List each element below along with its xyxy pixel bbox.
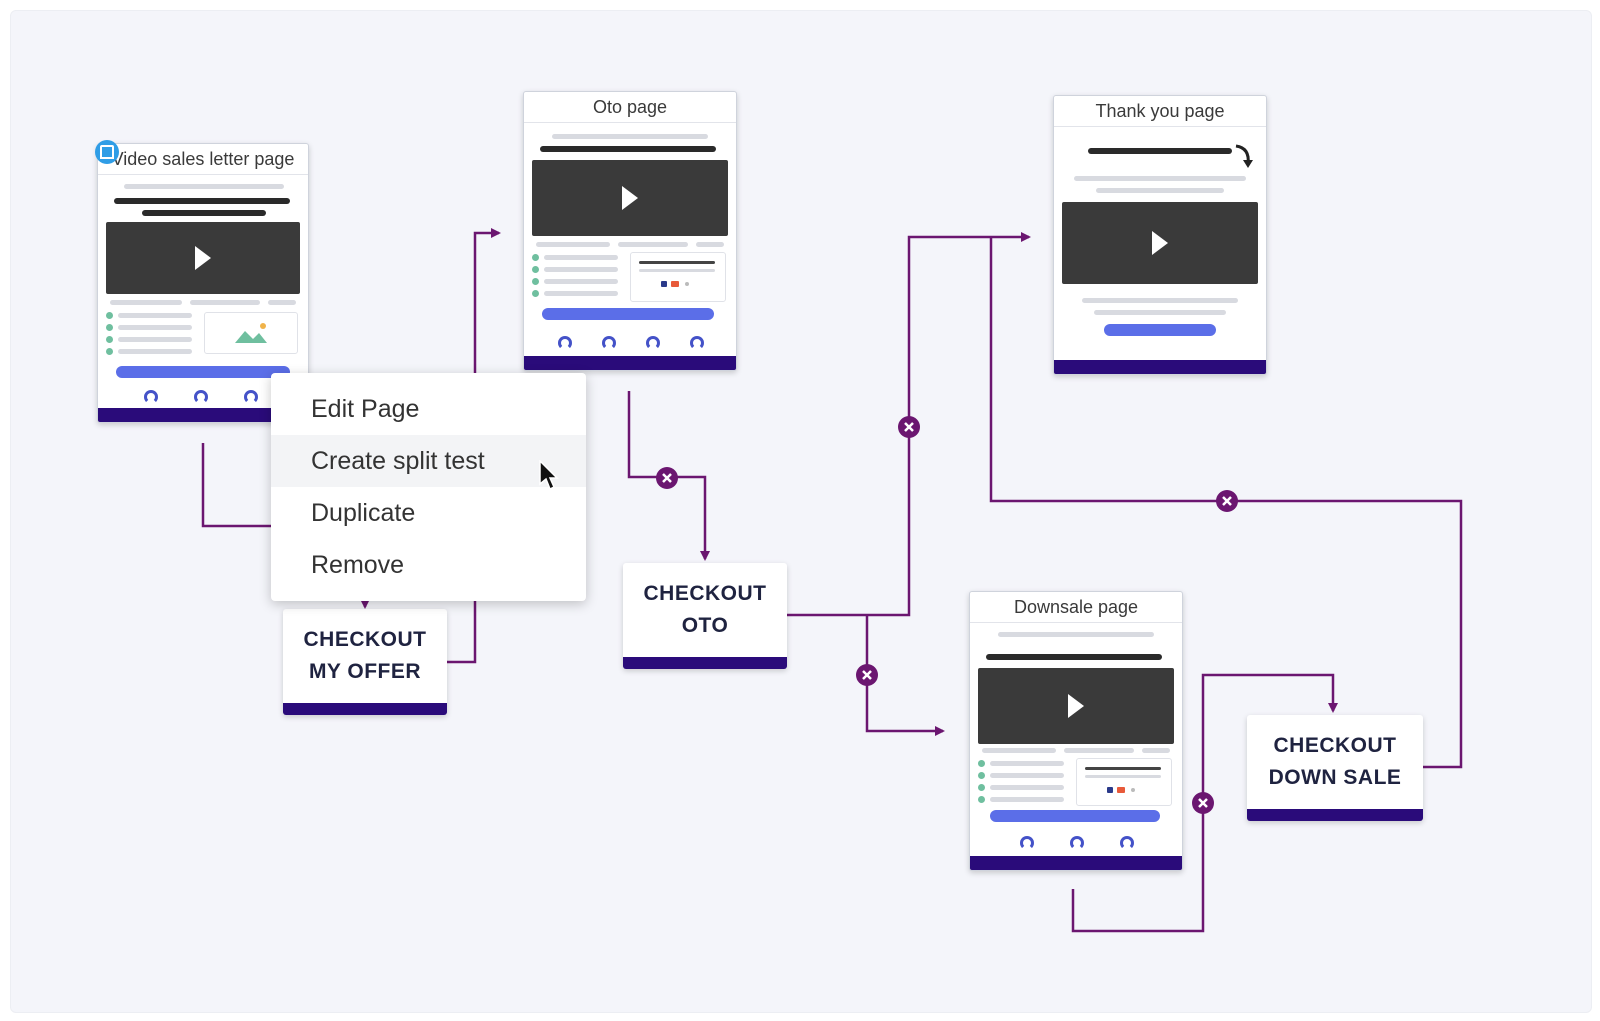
page-title: Thank you page (1054, 96, 1266, 127)
page-card-video-sales-letter[interactable]: Video sales letter page (97, 143, 309, 423)
badge-icon (194, 390, 208, 404)
badge-icon (1070, 836, 1084, 850)
checkout-node-down-sale[interactable]: CHECKOUT DOWN SALE (1247, 715, 1423, 821)
checkout-label-line1: CHECKOUT (303, 628, 427, 651)
reject-markers (656, 416, 1238, 814)
play-icon (1068, 694, 1084, 718)
badge-icon (144, 390, 158, 404)
checkout-label-line2: DOWN SALE (1268, 766, 1402, 789)
funnel-canvas[interactable]: Video sales letter page Oto page (10, 10, 1592, 1013)
badge-icon (1120, 836, 1134, 850)
close-circle-icon (856, 664, 878, 686)
close-circle-icon (1192, 792, 1214, 814)
badge-icon (602, 336, 616, 350)
badge-icon (646, 336, 660, 350)
page-title: Oto page (524, 92, 736, 123)
checkout-label-line1: CHECKOUT (1273, 734, 1397, 757)
page-card-footer (524, 356, 736, 370)
checkout-node-oto[interactable]: CHECKOUT OTO (623, 563, 787, 669)
curved-arrow-icon (1235, 144, 1253, 168)
page-title: Video sales letter page (98, 144, 308, 175)
close-circle-icon (1216, 490, 1238, 512)
close-circle-icon (898, 416, 920, 438)
page-card-footer (970, 856, 1182, 870)
menu-item-edit-page[interactable]: Edit Page (311, 395, 420, 423)
menu-item-duplicate[interactable]: Duplicate (311, 499, 416, 527)
page-title: Downsale page (970, 592, 1182, 623)
page-card-footer (1054, 360, 1266, 374)
home-icon (95, 140, 119, 164)
checkout-node-my-offer[interactable]: CHECKOUT MY OFFER (283, 609, 447, 715)
funnel-connectors (201, 228, 1463, 933)
page-card-thank-you[interactable]: Thank you page (1053, 95, 1267, 375)
page-card-downsale[interactable]: Downsale page (969, 591, 1183, 871)
connector-checkoutdownsale-to-thankyou (989, 237, 1463, 769)
video-thumbnail (1062, 202, 1258, 284)
checkout-label-line1: CHECKOUT (643, 582, 767, 605)
video-thumbnail (978, 668, 1174, 744)
badge-icon (690, 336, 704, 350)
play-icon (195, 246, 211, 270)
page-card-oto[interactable]: Oto page (523, 91, 737, 371)
play-icon (622, 186, 638, 210)
connector-checkoutoto-to-downsale (865, 615, 945, 736)
page-card-footer (98, 408, 308, 422)
checkout-label-line2: OTO (681, 614, 729, 637)
mouse-pointer-icon (539, 460, 559, 491)
video-thumbnail (106, 222, 300, 294)
order-form-preview (1076, 758, 1172, 806)
context-menu: Edit Page Create split test Duplicate Re… (271, 373, 586, 601)
image-placeholder-icon (204, 312, 298, 354)
badge-icon (1020, 836, 1034, 850)
close-circle-icon (656, 467, 678, 489)
order-form-preview (630, 252, 726, 302)
badge-icon (244, 390, 258, 404)
play-icon (1152, 231, 1168, 255)
menu-item-create-split-test[interactable]: Create split test (271, 435, 586, 487)
checkout-label-line2: MY OFFER (308, 660, 422, 683)
menu-item-remove[interactable]: Remove (311, 551, 405, 579)
video-thumbnail (532, 160, 728, 236)
badge-icon (558, 336, 572, 350)
